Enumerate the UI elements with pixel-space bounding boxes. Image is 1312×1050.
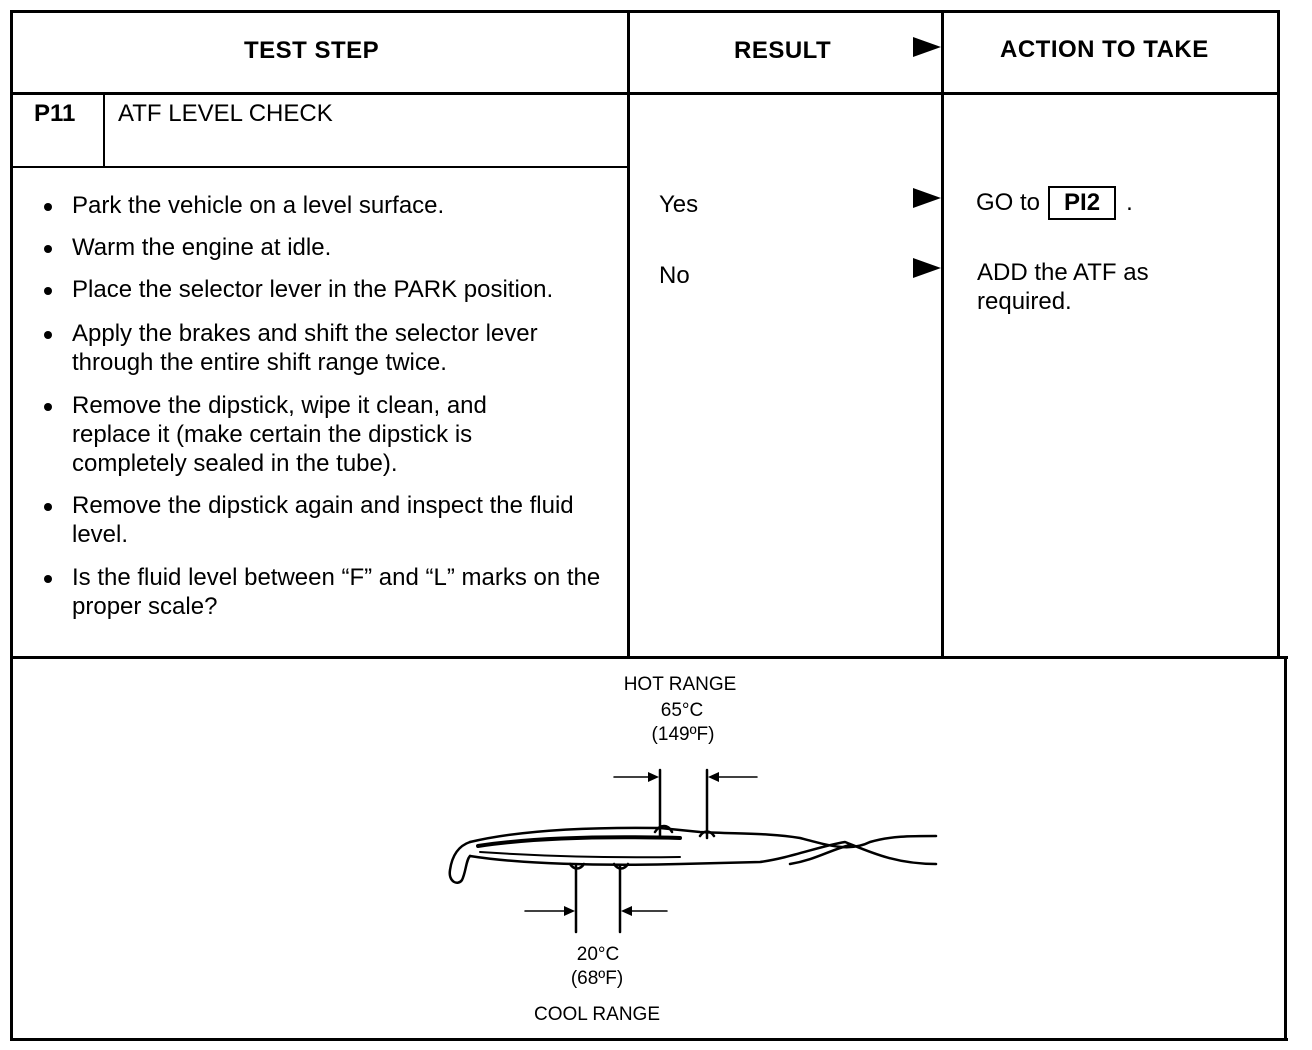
cool-range-label: COOL RANGE	[534, 1004, 660, 1025]
cool-fahrenheit-label: (68ºF)	[570, 968, 624, 989]
instruction-text: Place the selector lever in the PARK pos…	[72, 276, 554, 303]
cool-celsius-label: 20°C	[576, 944, 620, 965]
column-divider-action	[941, 10, 944, 658]
header-divider	[10, 92, 1280, 95]
hot-notch	[653, 824, 674, 834]
hot-notch-right	[698, 830, 716, 838]
instruction-text: Remove the dipstick again and inspect th…	[72, 492, 574, 548]
dipstick-twist	[788, 843, 852, 866]
result-yes: Yes	[659, 191, 699, 218]
result-arrow-icon	[913, 258, 941, 278]
instruction-text: Warm the engine at idle.	[72, 234, 332, 261]
diagram-divider	[10, 656, 1288, 659]
header-action: ACTION TO TAKE	[1000, 36, 1209, 63]
instruction-text: Park the vehicle on a level surface.	[72, 192, 445, 219]
step-id: P11	[34, 100, 76, 127]
hot-range-label: HOT RANGE	[623, 674, 737, 695]
cool-arrowhead-right	[621, 906, 632, 916]
column-divider-result	[627, 10, 630, 658]
table-border-bottom	[12, 1038, 1288, 1041]
bullet-icon	[44, 287, 52, 295]
cool-notch-right	[612, 862, 630, 870]
result-no: No	[659, 262, 690, 289]
step-title: ATF LEVEL CHECK	[118, 100, 333, 127]
step-title-divider	[12, 166, 628, 168]
action-yes: GO to PI2.	[976, 186, 1133, 220]
dipstick-blade-bottom	[468, 840, 938, 866]
dipstick-blade-inner-lower	[479, 851, 681, 859]
bullet-icon	[44, 331, 52, 339]
step-ref-box: PI2	[1048, 186, 1117, 220]
hot-celsius-label: 65°C	[660, 700, 704, 721]
header-result: RESULT	[734, 37, 832, 64]
bullet-icon	[44, 503, 52, 511]
cool-arrowhead-left	[564, 906, 575, 916]
header-test-step: TEST STEP	[244, 37, 380, 64]
instruction-text: Is the fluid level between “F” and “L” m…	[72, 564, 601, 620]
table-border-left	[10, 10, 13, 1041]
hot-fahrenheit-label: (149ºF)	[651, 724, 715, 745]
result-arrow-icon	[913, 188, 941, 208]
header-arrow-icon	[913, 37, 941, 57]
table-border-right-lower	[1284, 656, 1287, 1041]
dipstick-tip	[448, 840, 472, 884]
instruction-text: Apply the brakes and shift the selector …	[72, 320, 538, 376]
bullet-icon	[44, 403, 52, 411]
action-yes-suffix: .	[1126, 189, 1133, 216]
dipstick-blade-inner	[476, 835, 682, 848]
bullet-icon	[44, 245, 52, 253]
action-yes-prefix: GO to	[976, 189, 1041, 216]
table-border-top	[10, 10, 1280, 13]
hot-arrowhead-right	[708, 772, 719, 782]
step-id-divider	[103, 93, 105, 167]
dipstick-blade-top	[468, 826, 938, 849]
hot-arrowhead-left	[648, 772, 659, 782]
cool-notch	[568, 862, 586, 870]
bullet-icon	[44, 575, 52, 583]
instruction-text: Remove the dipstick, wipe it clean, and …	[72, 392, 487, 477]
bullet-icon	[44, 203, 52, 211]
action-no: ADD the ATF as required.	[977, 259, 1149, 315]
table-border-right-upper	[1277, 10, 1280, 658]
